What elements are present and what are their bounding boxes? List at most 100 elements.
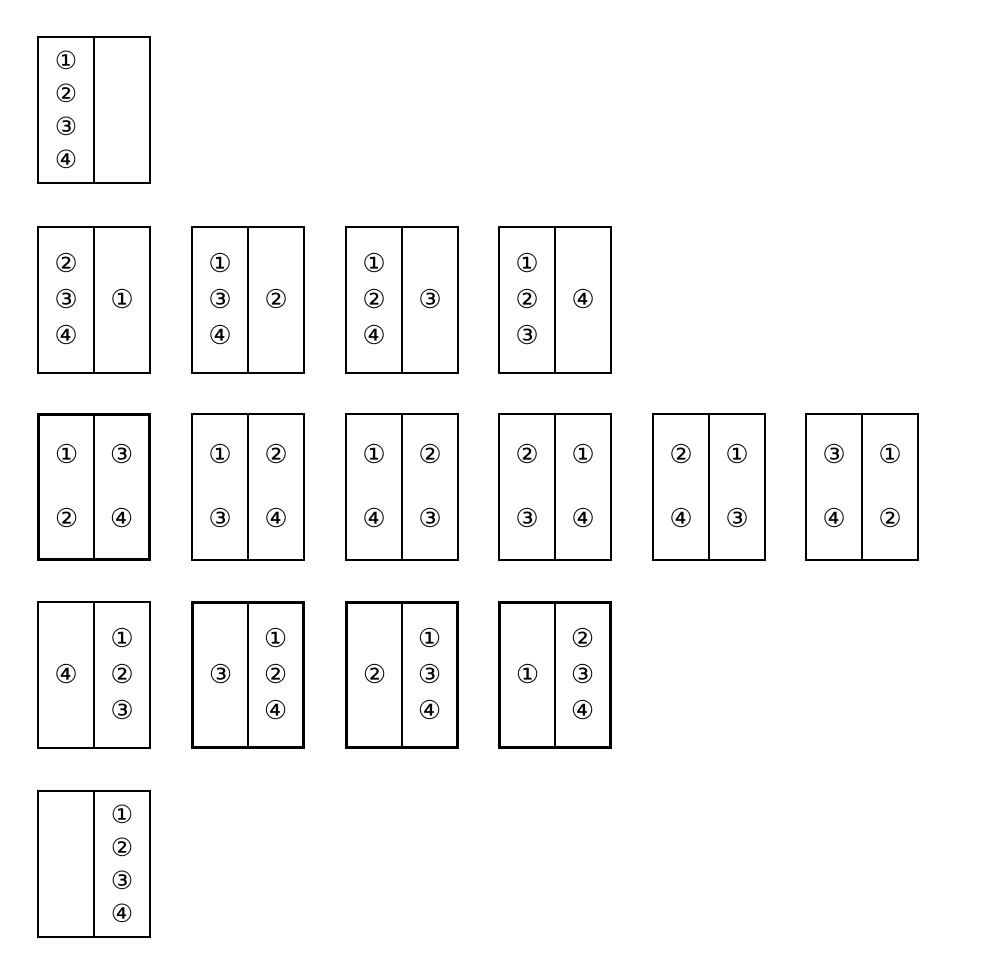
circled-number-label: ① <box>362 440 386 470</box>
circled-number-label: ② <box>669 440 693 470</box>
circled-number-label: ① <box>54 46 78 75</box>
left-compartment: ② <box>348 604 403 746</box>
circled-number-label: ① <box>110 285 134 315</box>
partition-box: ① ② ③ ④ <box>37 36 151 184</box>
circled-number-label: ③ <box>54 285 78 315</box>
right-compartment: ② <box>249 228 303 372</box>
circled-number-label: ③ <box>208 504 232 534</box>
left-compartment: ④ <box>39 603 95 747</box>
circled-number-label: ② <box>570 624 595 654</box>
right-compartment: ② ③ ④ <box>556 604 609 746</box>
circled-number-label: ② <box>362 660 387 690</box>
right-compartment: ④ <box>556 228 610 372</box>
circled-number-label: ③ <box>515 504 539 534</box>
circled-number-label: ① <box>263 624 288 654</box>
circled-number-label: ② <box>54 249 78 279</box>
circled-number-label: ② <box>515 285 539 315</box>
circled-number-label: ④ <box>109 504 134 534</box>
circled-number-label: ③ <box>515 321 539 351</box>
circled-number-label: ① <box>208 440 232 470</box>
circled-number-label: ④ <box>110 899 134 928</box>
circled-number-label: ① <box>362 249 386 279</box>
circled-number-label: ④ <box>54 145 78 174</box>
circled-number-label: ③ <box>54 112 78 141</box>
circled-number-label: ④ <box>669 504 693 534</box>
left-compartment: ① <box>501 604 556 746</box>
circled-number-label: ① <box>571 440 595 470</box>
circled-number-label: ② <box>264 440 288 470</box>
circled-number-label: ② <box>418 440 442 470</box>
right-compartment: ① ② ③ ④ <box>95 792 149 936</box>
circled-number-label: ③ <box>418 285 442 315</box>
partition-box: ② ③ ④ ① <box>37 226 151 374</box>
right-compartment <box>95 38 149 182</box>
circled-number-label: ③ <box>822 440 846 470</box>
circled-number-label: ④ <box>264 504 288 534</box>
circled-number-label: ② <box>54 504 79 534</box>
circled-number-label: ① <box>515 660 540 690</box>
circled-number-label: ③ <box>725 504 749 534</box>
circled-number-label: ① <box>110 624 134 654</box>
circled-number-label: ③ <box>417 660 442 690</box>
circled-number-label: ④ <box>570 696 595 726</box>
left-compartment: ① ② ③ ④ <box>39 38 95 182</box>
circled-number-label: ① <box>208 249 232 279</box>
circled-number-label: ② <box>110 833 134 862</box>
circled-number-label: ① <box>417 624 442 654</box>
circled-number-label: ① <box>110 800 134 829</box>
right-compartment: ① ② ④ <box>249 604 302 746</box>
circled-number-label: ③ <box>110 866 134 895</box>
right-compartment: ① ③ ④ <box>403 604 456 746</box>
partition-box: ① ② ③ ④ <box>37 790 151 938</box>
circled-number-label: ④ <box>362 321 386 351</box>
circled-number-label: ① <box>54 440 79 470</box>
circled-number-label: ① <box>878 440 902 470</box>
circled-number-label: ④ <box>54 660 78 690</box>
circled-number-label: ④ <box>263 696 288 726</box>
right-compartment: ③ <box>403 228 457 372</box>
circled-number-label: ③ <box>418 504 442 534</box>
circled-number-label: ④ <box>54 321 78 351</box>
circled-number-label: ② <box>515 440 539 470</box>
left-compartment: ③ <box>194 604 249 746</box>
circled-number-label: ③ <box>208 660 233 690</box>
circled-number-label: ③ <box>570 660 595 690</box>
circled-number-label: ② <box>878 504 902 534</box>
circled-number-label: ③ <box>109 440 134 470</box>
circled-number-label: ② <box>54 79 78 108</box>
circled-number-label: ④ <box>417 696 442 726</box>
circled-number-label: ② <box>263 660 288 690</box>
circled-number-label: ④ <box>571 504 595 534</box>
circled-number-label: ③ <box>110 696 134 726</box>
circled-number-label: ③ <box>208 285 232 315</box>
right-compartment: ① <box>95 228 149 372</box>
